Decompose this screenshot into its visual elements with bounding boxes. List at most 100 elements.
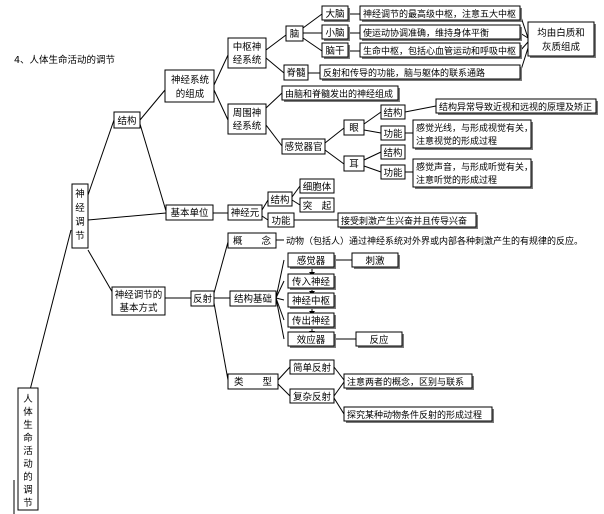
svg-text:经系统: 经系统: [233, 54, 262, 66]
svg-text:由脑和脊髓发出的神经组成: 由脑和脊髓发出的神经组成: [285, 88, 393, 100]
node-types: 类 型: [227, 373, 279, 390]
node-ear-structure: 结构: [380, 144, 406, 160]
node-ear: 耳: [343, 155, 365, 172]
svg-text:类 型: 类 型: [234, 376, 273, 388]
node-center: 神经中枢: [287, 292, 336, 309]
node-eye-function: 功能: [380, 125, 406, 141]
svg-text:的: 的: [23, 471, 33, 483]
svg-text:基本单位: 基本单位: [170, 207, 209, 219]
node-neuron: 神经元: [227, 204, 263, 221]
node-simple-reflex: 简单反射: [289, 359, 335, 375]
node-cell-body: 细胞体: [299, 178, 335, 194]
svg-text:探究某种动物条件反射的形成过程: 探究某种动物条件反射的形成过程: [347, 409, 482, 421]
svg-text:刺激: 刺激: [365, 255, 385, 267]
node-eye-structure: 结构: [380, 104, 406, 120]
node-root: 人 体 生 命 活 动 的 调 节: [17, 387, 39, 511]
node-gray-white: 均由白质和 灰质组成: [527, 21, 596, 58]
svg-text:节: 节: [23, 498, 33, 509]
svg-text:均由白质和: 均由白质和: [537, 27, 585, 39]
node-stimulus: 刺激: [351, 252, 400, 269]
svg-text:神经中枢: 神经中枢: [292, 295, 331, 307]
node-brainstem-desc: 生命中枢，包括心血管运动和呼吸中枢: [359, 42, 522, 59]
node-ns-composition: 神经系统 的组成: [164, 69, 215, 103]
svg-text:经系统: 经系统: [233, 120, 262, 132]
svg-text:结构: 结构: [383, 147, 402, 159]
svg-text:耳: 耳: [349, 159, 359, 170]
node-eye-structure-desc: 结构异常导致近视和远视的原理及矫正: [435, 98, 598, 115]
svg-text:命: 命: [23, 432, 33, 444]
svg-text:眼: 眼: [349, 123, 359, 134]
svg-text:人: 人: [23, 394, 33, 405]
node-sense-organ: 感觉器官: [281, 138, 326, 155]
svg-text:基本方式: 基本方式: [119, 302, 158, 314]
connectors: [13, 13, 529, 514]
node-pns: 周围神 经系统: [227, 103, 267, 135]
svg-text:功能: 功能: [271, 215, 291, 227]
svg-text:感觉器: 感觉器: [297, 255, 326, 267]
node-response: 反应: [355, 331, 404, 348]
node-cerebrum: 大脑: [321, 5, 350, 22]
svg-text:的组成: 的组成: [176, 88, 205, 100]
node-receptor: 感觉器: [287, 252, 336, 269]
svg-text:注意两者的概念，区别与联系: 注意两者的概念，区别与联系: [347, 376, 464, 388]
node-pns-desc: 由脑和脊髓发出的神经组成: [281, 85, 400, 102]
svg-text:结构: 结构: [270, 194, 289, 206]
svg-text:神经调节的最高级中枢，注意五大中枢: 神经调节的最高级中枢，注意五大中枢: [363, 8, 516, 20]
svg-text:动: 动: [23, 459, 33, 470]
node-effector: 效应器: [287, 331, 336, 348]
node-nerve-regulation: 神 经 调 节: [71, 183, 89, 249]
svg-text:中枢神: 中枢神: [233, 41, 262, 53]
svg-text:节: 节: [75, 231, 85, 242]
svg-text:结构基础: 结构基础: [234, 293, 272, 305]
node-brainstem: 脑干: [321, 42, 350, 59]
svg-text:感觉声音，与形成听觉有关，: 感觉声音，与形成听觉有关，: [416, 161, 533, 173]
svg-text:小脑: 小脑: [325, 27, 344, 39]
svg-text:经: 经: [75, 202, 85, 214]
svg-text:体: 体: [23, 406, 33, 418]
svg-text:神经系统: 神经系统: [171, 74, 210, 86]
svg-text:灰质组成: 灰质组成: [542, 41, 581, 53]
node-spinal-cord: 脊髓: [283, 64, 309, 81]
node-basic-mode: 神经调节的 基本方式: [111, 286, 166, 316]
node-complex-reflex: 复杂反射: [289, 388, 335, 404]
node-structure: 结构: [113, 111, 141, 129]
svg-text:生命中枢，包括心血管运动和呼吸中枢: 生命中枢，包括心血管运动和呼吸中枢: [363, 45, 516, 57]
svg-text:概 念: 概 念: [233, 235, 272, 247]
svg-text:脑: 脑: [290, 28, 300, 40]
svg-text:复杂反射: 复杂反射: [293, 391, 332, 403]
node-efferent: 传出神经: [287, 312, 336, 329]
svg-text:功能: 功能: [383, 128, 403, 140]
svg-text:注意视觉的形成过程: 注意视觉的形成过程: [416, 135, 497, 147]
node-afferent: 传入神经: [287, 273, 336, 290]
node-eye: 眼: [343, 119, 365, 136]
svg-text:反应: 反应: [369, 334, 389, 346]
node-reflex: 反射: [190, 290, 215, 307]
svg-text:感觉器官: 感觉器官: [284, 141, 322, 153]
node-neuron-structure: 结构: [267, 191, 293, 207]
svg-text:注意听觉的形成过程: 注意听觉的形成过程: [416, 174, 497, 186]
svg-text:接受刺激产生兴奋并且传导兴奋: 接受刺激产生兴奋并且传导兴奋: [341, 215, 467, 227]
svg-text:结构: 结构: [383, 107, 402, 119]
svg-text:突 起: 突 起: [303, 200, 332, 212]
svg-text:效应器: 效应器: [297, 334, 326, 346]
svg-text:反射: 反射: [193, 293, 213, 305]
svg-text:传入神经: 传入神经: [292, 276, 331, 288]
node-cerebellum: 小脑: [321, 24, 350, 41]
svg-text:神: 神: [75, 188, 85, 200]
svg-text:脊髓: 脊髓: [286, 67, 306, 79]
svg-text:周围神: 周围神: [233, 107, 262, 119]
svg-text:大脑: 大脑: [325, 8, 344, 20]
node-ear-function: 功能: [380, 164, 406, 180]
svg-text:功能: 功能: [383, 167, 403, 179]
svg-text:结构: 结构: [117, 115, 136, 127]
node-spinal-desc: 反射和传导的功能，脑与躯体的联系通路: [319, 64, 522, 81]
node-ear-function-desc: 感觉声音，与形成听觉有关， 注意听觉的形成过程: [412, 158, 533, 189]
node-neuron-function: 功能: [267, 212, 295, 228]
concept-desc: 动物（包括人）通过神经系统对外界或内部各种刺激产生的有规律的反应。: [286, 235, 583, 247]
svg-text:细胞体: 细胞体: [303, 181, 332, 193]
svg-text:反射和传导的功能，脑与躯体的联系通路: 反射和传导的功能，脑与躯体的联系通路: [323, 67, 485, 79]
svg-text:神经调节的: 神经调节的: [115, 289, 163, 301]
node-cns: 中枢神 经系统: [227, 37, 267, 69]
node-structure-basis: 结构基础: [229, 290, 277, 307]
